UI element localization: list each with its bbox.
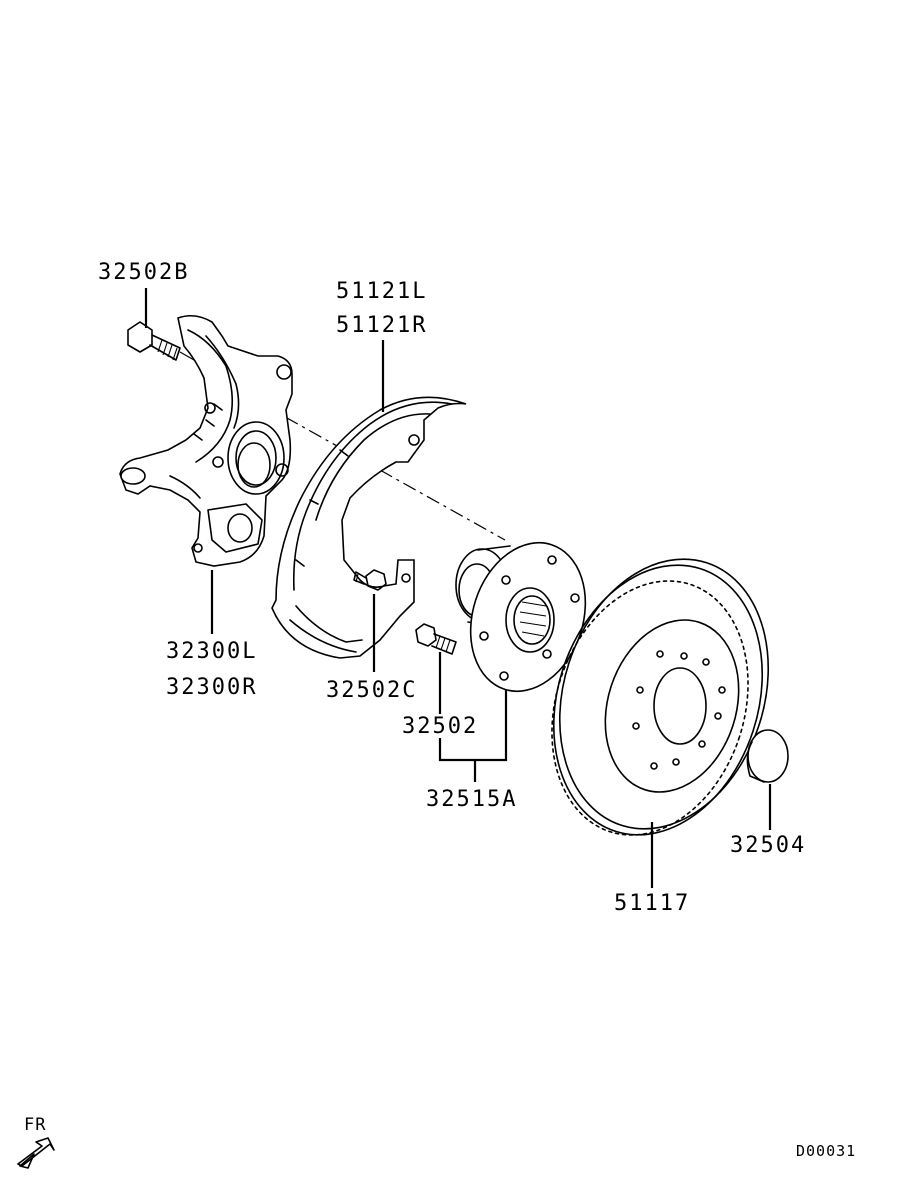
front-direction-arrow — [17, 1137, 55, 1169]
hub-assembly-32515A[interactable] — [452, 528, 604, 707]
label-32504[interactable]: 32504 — [730, 833, 807, 858]
bolt-32502C[interactable] — [353, 569, 387, 591]
label-32502B[interactable]: 32502B — [98, 260, 190, 285]
hub-cap-32504[interactable] — [746, 729, 789, 783]
label-32515A[interactable]: 32515A — [426, 787, 518, 812]
label-51121R[interactable]: 51121R — [336, 313, 428, 338]
label-51117[interactable]: 51117 — [614, 891, 691, 916]
label-32502[interactable]: 32502 — [402, 714, 479, 739]
front-direction-label: FR — [24, 1115, 47, 1135]
steering-knuckle-32300[interactable] — [119, 314, 293, 567]
brake-rotor-51117[interactable] — [520, 532, 802, 862]
label-32300L[interactable]: 32300L — [166, 639, 258, 664]
label-51121L[interactable]: 51121L — [336, 279, 428, 304]
diagram-id: D00031 — [796, 1142, 857, 1160]
label-32300R[interactable]: 32300R — [166, 675, 258, 700]
leader-32515A — [438, 690, 508, 762]
hub-bolt-32502[interactable] — [415, 623, 457, 655]
alignment-line — [261, 403, 506, 541]
dust-shield-51121[interactable] — [271, 396, 467, 659]
label-32502C[interactable]: 32502C — [326, 678, 418, 703]
